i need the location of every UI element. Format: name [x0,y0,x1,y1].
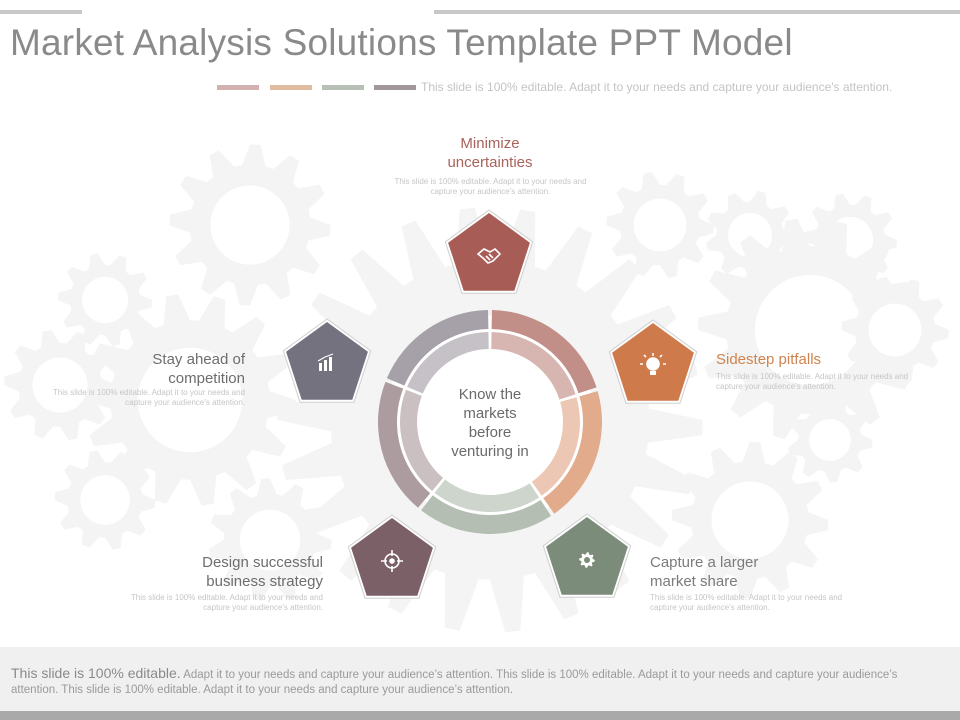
item-title-minimize: Minimize uncertainties [447,135,533,171]
bottom-bar [0,711,960,720]
ring-segment-sidestep-inner [531,397,580,496]
handshake-icon [476,247,502,264]
ring-segment-capture-inner [434,479,540,512]
ring-segment-minimize-inner [491,332,576,400]
item-body-sidestep: This slide is 100% editable. Adapt it to… [716,372,909,391]
item-title-stay-ahead: Stay ahead of competition [152,351,245,387]
target-icon [381,550,403,572]
background-gear-hole [239,509,301,571]
ring-segment-design-outer [378,381,431,508]
top-bar-right [434,10,960,14]
page-title: Market Analysis Solutions Template PPT M… [10,22,793,63]
background-gear-hole [210,185,290,265]
footer-lead: This slide is 100% editable. [11,665,181,681]
background-gear-hole [711,481,789,559]
center-circle [419,351,561,493]
item-title-capture: Capture a larger market share [650,554,759,590]
footer-band [0,647,960,711]
color-swatch-2 [270,85,312,90]
item-body-capture: This slide is 100% editable. Adapt it to… [650,593,843,612]
lightbulb-icon [640,353,666,375]
footer-text: This slide is 100% editable. Adapt it to… [11,666,946,698]
background-gear-hole [137,347,243,453]
ring-segment-capture-outer [421,495,551,534]
pentagon-design [347,514,437,599]
pentagon-stay-ahead [282,318,372,403]
item-body-design: This slide is 100% editable. Adapt it to… [130,593,323,612]
gear-icon [579,552,595,568]
footer-rest: Adapt it to your needs and capture your … [11,669,898,696]
background-gear-hole [32,357,88,413]
item-body-stay-ahead: This slide is 100% editable. Adapt it to… [52,388,245,407]
color-swatch-1 [217,85,259,90]
item-title-sidestep: Sidestep pitfalls [716,351,822,368]
background-gear-hole [81,276,129,324]
background-gear-hole [633,198,687,252]
color-swatch-4 [374,85,416,90]
item-title-design: Design successful business strategy [202,554,323,590]
background-gear-hole [80,475,130,525]
item-body-minimize: This slide is 100% editable. Adapt it to… [394,177,587,196]
bar-chart-icon [317,353,334,371]
background-gear-hole [755,275,865,385]
pentagon-sidestep [608,319,698,404]
ring-segment-sidestep-outer [543,391,602,514]
top-bar-left [0,10,82,14]
pentagon-capture [542,513,632,598]
subtitle: This slide is 100% editable. Adapt it to… [421,80,893,94]
background-gear-hole [868,303,922,357]
color-swatch-3 [322,85,364,90]
background-gear-hole [809,419,851,461]
ring-segment-minimize-outer [491,310,597,394]
ring-segment-design-inner [399,389,444,491]
ring-segment-stay-ahead-outer [386,310,489,386]
pentagon-minimize [444,209,534,294]
ring-segment-stay-ahead-inner [407,332,489,394]
center-text: Know the markets before venturing in [451,386,529,460]
